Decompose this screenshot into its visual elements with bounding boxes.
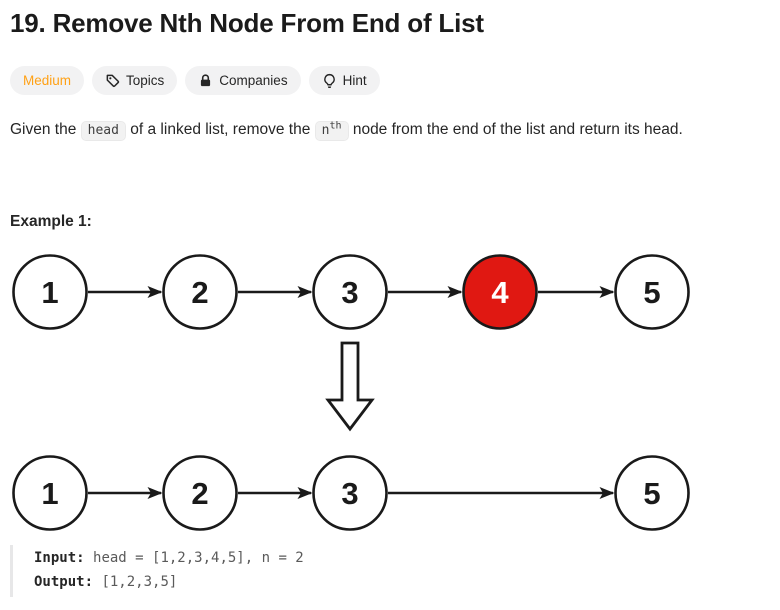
example-output-line: Output: [1,2,3,5] — [34, 570, 304, 594]
topics-badge-label: Topics — [126, 73, 165, 88]
list-node — [312, 455, 388, 531]
list-node — [614, 254, 690, 330]
node-label: 3 — [341, 476, 358, 511]
node-label: 1 — [41, 476, 58, 511]
tag-icon — [105, 73, 120, 88]
inline-code-nth: nth — [314, 121, 349, 141]
list-node — [312, 254, 388, 330]
list-after-removal: 1 2 3 5 — [12, 455, 690, 531]
list-node — [12, 455, 88, 531]
lightbulb-icon — [322, 73, 337, 89]
difficulty-badge: Medium — [10, 66, 85, 95]
example-heading: Example 1: — [10, 213, 92, 230]
list-node — [162, 455, 238, 531]
hint-badge-label: Hint — [342, 73, 367, 88]
badge-row: Medium Topics Companies — [10, 66, 380, 95]
node-label: 2 — [191, 275, 208, 310]
output-label: Output: — [34, 574, 94, 590]
down-arrow-icon — [325, 341, 375, 432]
companies-badge[interactable]: Companies — [185, 66, 301, 95]
node-label: 3 — [341, 275, 358, 310]
node-label: 5 — [643, 476, 660, 511]
problem-title: 19. Remove Nth Node From End of List — [10, 8, 484, 38]
description-text: of a linked list, remove the — [125, 121, 315, 138]
description-text: node from the end of the list and return… — [348, 121, 683, 138]
problem-description: Given the head of a linked list, remove … — [10, 117, 778, 143]
description-text: Given the — [10, 121, 81, 138]
hint-badge[interactable]: Hint — [308, 66, 380, 95]
output-value: [1,2,3,5] — [101, 574, 178, 590]
linked-list-diagram: 1 2 3 4 5 1 2 3 5 — [12, 254, 690, 531]
list-before-removal: 1 2 3 4 5 — [12, 254, 690, 330]
node-label: 4 — [491, 275, 509, 310]
topics-badge[interactable]: Topics — [92, 66, 178, 95]
example-io-block: Input: head = [1,2,3,4,5], n = 2 Output:… — [10, 545, 304, 597]
inline-code-head: head — [80, 121, 126, 141]
example-input-line: Input: head = [1,2,3,4,5], n = 2 — [34, 546, 304, 570]
input-label: Input: — [34, 550, 85, 566]
list-node — [162, 254, 238, 330]
list-node — [614, 455, 690, 531]
node-label: 1 — [41, 275, 58, 310]
list-node — [12, 254, 88, 330]
node-label: 2 — [191, 476, 208, 511]
list-node-highlighted — [462, 254, 538, 330]
node-label: 5 — [643, 275, 660, 310]
input-value: head = [1,2,3,4,5], n = 2 — [93, 550, 304, 566]
companies-badge-label: Companies — [219, 73, 288, 88]
lock-icon — [198, 73, 213, 88]
